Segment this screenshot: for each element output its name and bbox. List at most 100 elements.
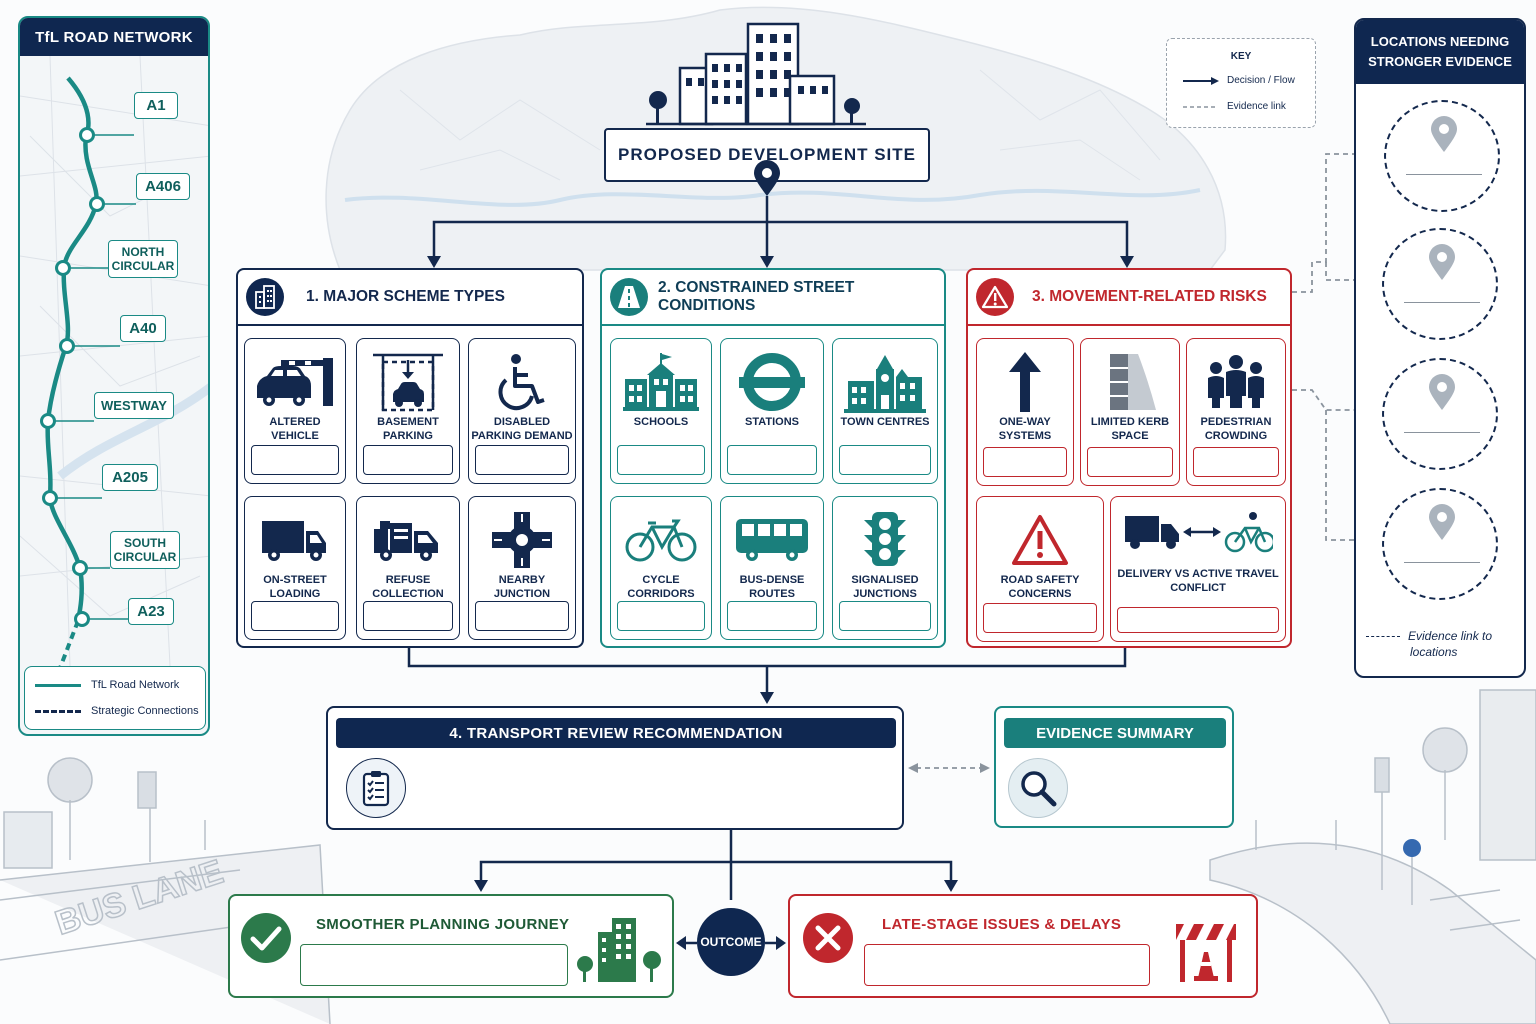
city-buildings-icon	[646, 22, 866, 126]
card-signalised-junctions[interactable]: SIGNALISED JUNCTIONS	[832, 496, 938, 640]
input-field[interactable]	[983, 603, 1097, 633]
road-label-westway[interactable]: WESTWAY	[94, 392, 174, 419]
bad-outcome-field[interactable]	[864, 944, 1150, 986]
card-stations[interactable]: STATIONS	[720, 338, 824, 484]
card-label: DELIVERY vs ACTIVE TRAVEL CONFLICT	[1117, 568, 1279, 594]
basement-parking-icon	[373, 353, 443, 412]
card-refuse-collection[interactable]: REFUSE COLLECTION	[356, 496, 460, 640]
section-1-header: 1. MAJOR SCHEME TYPES	[238, 270, 582, 326]
input-field[interactable]	[363, 601, 453, 631]
card-label: PEDESTRIAN CROWDING	[1200, 416, 1272, 442]
card-road-safety-concerns[interactable]: ROAD SAFETY CONCERNS	[976, 496, 1104, 642]
traffic-light-icon	[864, 512, 906, 566]
refuse-truck-icon	[374, 521, 438, 561]
good-outcome-title: SMOOTHER PLANNING JOURNEY	[316, 916, 570, 933]
card-limited-kerb-space[interactable]: LIMITED KERB SPACE	[1080, 338, 1180, 486]
input-field[interactable]	[251, 601, 339, 631]
locations-note: Evidence link to locations	[1366, 628, 1516, 660]
magnifier-icon	[1008, 758, 1068, 818]
location-slot-2[interactable]	[1382, 228, 1498, 340]
map-legend: TfL Road Network Strategic Connections	[24, 666, 206, 730]
location-slot-1[interactable]	[1384, 100, 1500, 212]
outcome-node: OUTCOME	[697, 908, 765, 976]
locations-panel: LOCATIONS NEEDING STRONGER EVIDENCE Evid…	[1354, 18, 1526, 678]
road-label-a406[interactable]: A406	[136, 173, 190, 200]
smoother-journey-outcome[interactable]: SMOOTHER PLANNING JOURNEY	[228, 894, 674, 998]
input-field[interactable]	[251, 445, 339, 475]
card-disabled-parking-demand[interactable]: DISABLED PARKING DEMAND	[468, 338, 576, 484]
card-label: STATIONS	[745, 416, 799, 428]
input-field[interactable]	[839, 445, 931, 475]
road-label-south-circular[interactable]: SOUTH CIRCULAR	[110, 531, 180, 569]
card-one-way-systems[interactable]: ONE-WAY SYSTEMS	[976, 338, 1074, 486]
input-field[interactable]	[727, 445, 817, 475]
road-label-a205[interactable]: A205	[102, 464, 158, 491]
card-delivery-vs-active-travel[interactable]: DELIVERY vs ACTIVE TRAVEL CONFLICT	[1110, 496, 1286, 642]
card-on-street-loading[interactable]: ON-STREET LOADING	[244, 496, 346, 640]
location-slot-3[interactable]	[1382, 358, 1498, 470]
card-pedestrian-crowding[interactable]: PEDESTRIAN CROWDING	[1186, 338, 1286, 486]
key-legend: KEY Decision / Flow Evidence link	[1166, 38, 1316, 128]
map-pin-icon	[1431, 116, 1457, 152]
map-title: TfL ROAD NETWORK	[20, 18, 208, 56]
key-flow-label: Decision / Flow	[1227, 75, 1295, 86]
card-cycle-corridors[interactable]: CYCLE CORRIDORS	[610, 496, 712, 640]
good-outcome-field[interactable]	[300, 944, 568, 986]
section-constrained-street-conditions: 2. CONSTRAINED STREET CONDITIONS SCHOOLS…	[600, 268, 946, 648]
legend-dashed-label: Strategic Connections	[91, 705, 199, 717]
section-major-scheme-types: 1. MAJOR SCHEME TYPES ALTERED VEHICLE AC…	[236, 268, 584, 648]
input-field[interactable]	[475, 601, 569, 631]
location-slot-4[interactable]	[1382, 488, 1498, 600]
section-2-header: 2. CONSTRAINED STREET CONDITIONS	[602, 270, 944, 326]
right-street-scene	[1209, 689, 1536, 1024]
input-field[interactable]	[363, 445, 453, 475]
dashed-link-icon	[1183, 105, 1217, 108]
recommendation-title: 4. TRANSPORT REVIEW RECOMMENDATION	[336, 718, 896, 748]
input-field[interactable]	[1117, 607, 1279, 633]
input-field[interactable]	[475, 445, 569, 475]
map-pin-icon	[1429, 374, 1455, 410]
input-field[interactable]	[1087, 447, 1173, 477]
input-field[interactable]	[983, 447, 1067, 477]
green-buildings-icon	[577, 918, 661, 982]
input-field[interactable]	[839, 601, 931, 631]
hazard-triangle-icon	[1012, 515, 1068, 565]
road-network-map[interactable]	[20, 56, 210, 666]
road-label-a23[interactable]: A23	[128, 598, 174, 625]
road-label-a1[interactable]: A1	[134, 92, 178, 119]
underground-roundel-icon	[739, 353, 805, 411]
card-nearby-junction-effects[interactable]: NEARBY JUNCTION EFFECTS	[468, 496, 576, 640]
card-basement-parking[interactable]: BASEMENT PARKING	[356, 338, 460, 484]
building-icon	[246, 278, 284, 316]
map-pin-icon	[1429, 244, 1455, 280]
road-label-north-circular[interactable]: NORTH CIRCULAR	[108, 240, 178, 278]
checkmark-icon	[241, 913, 291, 963]
input-field[interactable]	[617, 445, 705, 475]
one-way-arrow-icon	[1009, 352, 1041, 412]
card-label: BASEMENT PARKING	[377, 416, 439, 442]
bad-outcome-title: LATE-STAGE ISSUES & DELAYS	[882, 916, 1122, 933]
key-evidence-label: Evidence link	[1227, 101, 1286, 112]
card-bus-dense-routes[interactable]: BUS-DENSE ROUTES	[720, 496, 824, 640]
dashed-link-swatch	[1366, 636, 1400, 638]
card-label: ROAD SAFETY CONCERNS	[1000, 574, 1080, 600]
road-network-map-panel: TfL ROAD NETWORK A1 A406 NORTH CIRCULAR …	[18, 16, 210, 736]
town-hall-icon	[844, 355, 926, 413]
recommendation-panel[interactable]: 4. TRANSPORT REVIEW RECOMMENDATION	[326, 706, 904, 830]
card-town-centres[interactable]: TOWN CENTRES	[832, 338, 938, 484]
section-3-title: 3. MOVEMENT-RELATED RISKS	[1032, 288, 1267, 305]
input-field[interactable]	[1193, 447, 1279, 477]
input-field[interactable]	[617, 601, 705, 631]
input-field[interactable]	[727, 601, 817, 631]
card-schools[interactable]: SCHOOLS	[610, 338, 712, 484]
junction-icon	[492, 512, 552, 568]
direction-sign-icon	[1403, 839, 1421, 857]
evidence-summary-panel[interactable]: EVIDENCE SUMMARY	[994, 706, 1234, 828]
card-label: LIMITED KERB SPACE	[1090, 416, 1170, 442]
section-3-header: 3. MOVEMENT-RELATED RISKS	[968, 270, 1290, 326]
late-stage-issues-outcome[interactable]: LATE-STAGE ISSUES & DELAYS	[788, 894, 1258, 998]
road-label-a40[interactable]: A40	[120, 315, 166, 342]
warning-icon	[976, 278, 1014, 316]
card-altered-vehicle-access[interactable]: ALTERED VEHICLE ACCESS	[244, 338, 346, 484]
car-barrier-icon	[257, 358, 333, 406]
